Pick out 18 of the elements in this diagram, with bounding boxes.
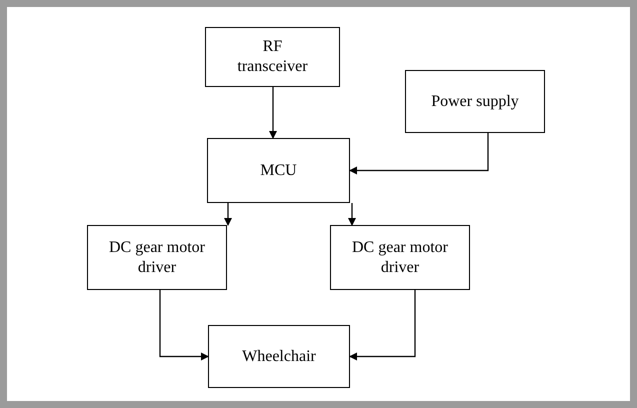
box-label: MCU <box>260 160 297 180</box>
box-label: RF transceiver <box>236 37 309 77</box>
process-box <box>207 138 350 203</box>
box-label: DC gear motor driver <box>108 238 206 278</box>
process-box <box>208 325 350 388</box>
arrow <box>269 87 277 139</box>
box-label: DC gear motor driver <box>351 238 449 278</box>
box-label: Wheelchair <box>242 346 316 366</box>
arrow <box>349 290 416 360</box>
box-label: Power supply <box>431 92 519 112</box>
process-box <box>87 225 227 290</box>
arrow <box>349 133 489 174</box>
arrow <box>224 203 232 226</box>
arrow <box>159 290 209 360</box>
process-box <box>330 225 470 290</box>
process-box <box>405 70 545 133</box>
arrow <box>348 203 356 226</box>
process-box <box>205 27 340 87</box>
